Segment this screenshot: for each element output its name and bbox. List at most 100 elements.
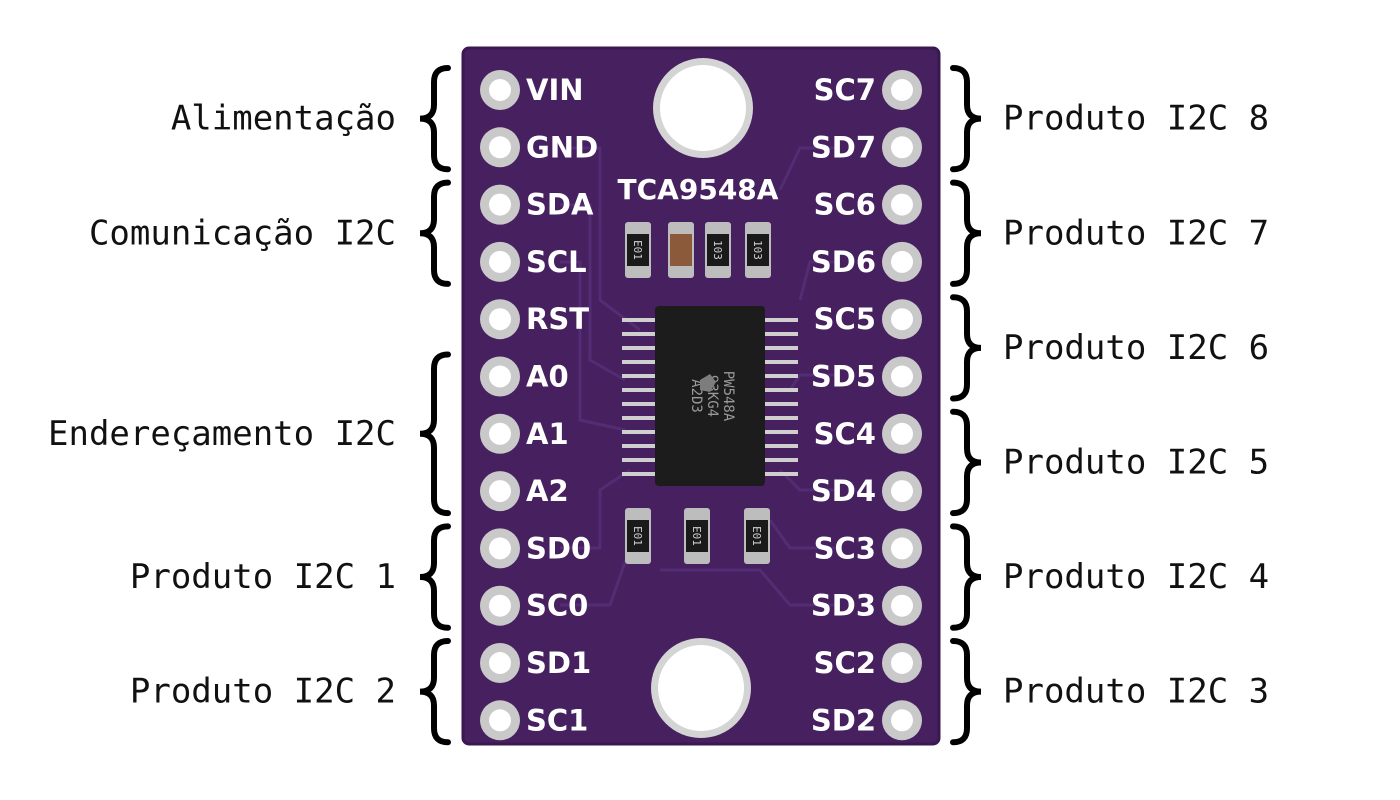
pin-hole <box>891 709 913 732</box>
ic-lead <box>762 374 798 378</box>
ic-lead <box>622 444 658 448</box>
pin-label: SC1 <box>526 703 588 737</box>
group-bracket <box>950 65 982 173</box>
pin-label: VIN <box>526 73 584 107</box>
pin-hole <box>489 594 511 617</box>
ic-lead <box>622 346 658 350</box>
pin-sc5: SC5 <box>814 299 922 340</box>
ti-logo-icon <box>700 374 716 392</box>
ic-lead <box>622 472 658 476</box>
pin-sd2: SD2 <box>811 700 922 741</box>
pin-hole <box>891 480 913 503</box>
pin-vin: VIN <box>480 70 584 110</box>
pin-label: SC0 <box>526 589 588 623</box>
group-label-right: Produto I2C 7 <box>1003 213 1269 253</box>
pin-label: SCL <box>526 245 587 279</box>
group-bracket <box>419 523 451 631</box>
pin-label: SD2 <box>811 703 876 737</box>
component-code: E01 <box>631 240 644 260</box>
pin-label: GND <box>526 130 598 164</box>
pin-scl: SCL <box>480 241 587 282</box>
ic-lead <box>762 346 798 350</box>
pin-sd0: SD0 <box>480 528 591 569</box>
smd-component: 103 <box>745 222 771 278</box>
pin-a0: A0 <box>480 356 569 397</box>
smd-component: E01 <box>625 222 651 278</box>
smd-component <box>668 222 694 278</box>
component-code: E01 <box>750 526 763 546</box>
pin-label: RST <box>526 302 589 336</box>
group-bracket <box>419 351 451 517</box>
pin-sc7: SC7 <box>814 70 922 110</box>
pin-hole <box>891 422 913 445</box>
ic-package: PW548A 93KG4 A2D3 <box>622 306 798 486</box>
group-bracket <box>419 65 451 173</box>
ic-lead <box>762 318 798 322</box>
pin-label: A1 <box>526 417 569 451</box>
smd-component: E01 <box>684 508 710 564</box>
pin-hole <box>891 594 913 617</box>
pin-sd7: SD7 <box>811 127 922 168</box>
pin-sd6: SD6 <box>811 241 922 282</box>
ic-lead <box>762 402 798 406</box>
pin-label: SD6 <box>811 245 876 279</box>
mounting-hole-bottom <box>651 638 751 738</box>
group-label-right: Produto I2C 5 <box>1003 442 1269 482</box>
ic-lead <box>762 360 798 364</box>
pin-sc3: SC3 <box>814 528 922 569</box>
group-bracket <box>950 638 982 746</box>
pin-sc0: SC0 <box>480 585 588 626</box>
ic-lead <box>622 458 658 462</box>
group-label-left: Produto I2C 1 <box>130 557 396 597</box>
pin-a2: A2 <box>480 471 569 512</box>
pin-label: A2 <box>526 474 569 508</box>
group-label-right: Produto I2C 4 <box>1003 557 1269 597</box>
smd-component: E01 <box>744 508 770 564</box>
ic-lead <box>622 332 658 336</box>
group-label-right: Produto I2C 3 <box>1003 672 1269 712</box>
pin-label: SDA <box>526 188 594 222</box>
ic-lead <box>762 458 798 462</box>
pin-label: SD0 <box>526 531 591 565</box>
pin-hole <box>489 79 511 101</box>
pin-hole <box>489 193 511 216</box>
pin-hole <box>489 250 511 273</box>
pin-sc6: SC6 <box>814 184 922 225</box>
ic-lead <box>622 416 658 420</box>
pin-hole <box>891 136 913 159</box>
group-label-left: Produto I2C 2 <box>130 672 396 712</box>
pin-label: SC2 <box>814 646 876 680</box>
ic-lead <box>622 374 658 378</box>
ic-lead <box>622 402 658 406</box>
pin-hole <box>489 136 511 159</box>
component-code: 103 <box>751 240 764 260</box>
pin-label: SC7 <box>814 73 876 107</box>
group-label-right: Produto I2C 8 <box>1003 99 1269 139</box>
pin-hole <box>891 193 913 216</box>
group-bracket <box>419 638 451 746</box>
pin-hole <box>891 537 913 560</box>
mounting-hole-top <box>653 58 753 158</box>
pin-hole <box>489 709 511 732</box>
pin-hole <box>891 308 913 331</box>
chip-title: TCA9548A <box>618 173 779 206</box>
component-code: E01 <box>631 526 644 546</box>
ic-lead <box>622 318 658 322</box>
pin-label: A0 <box>526 360 569 394</box>
pin-label: SD5 <box>811 360 876 394</box>
pin-hole <box>489 652 511 674</box>
smd-component: E01 <box>625 508 651 564</box>
component-code: 103 <box>711 240 724 260</box>
pin-sda: SDA <box>480 184 594 225</box>
pin-label: SD3 <box>811 589 876 623</box>
group-bracket <box>950 408 982 517</box>
pin-label: SD1 <box>526 646 591 680</box>
pin-label: SC5 <box>814 302 876 336</box>
group-label-left: Endereçamento I2C <box>48 414 396 454</box>
pin-gnd: GND <box>480 127 598 168</box>
pin-label: SC6 <box>814 188 876 222</box>
pin-label: SD7 <box>811 130 876 164</box>
pin-hole <box>489 308 511 331</box>
pin-sc1: SC1 <box>480 700 588 741</box>
